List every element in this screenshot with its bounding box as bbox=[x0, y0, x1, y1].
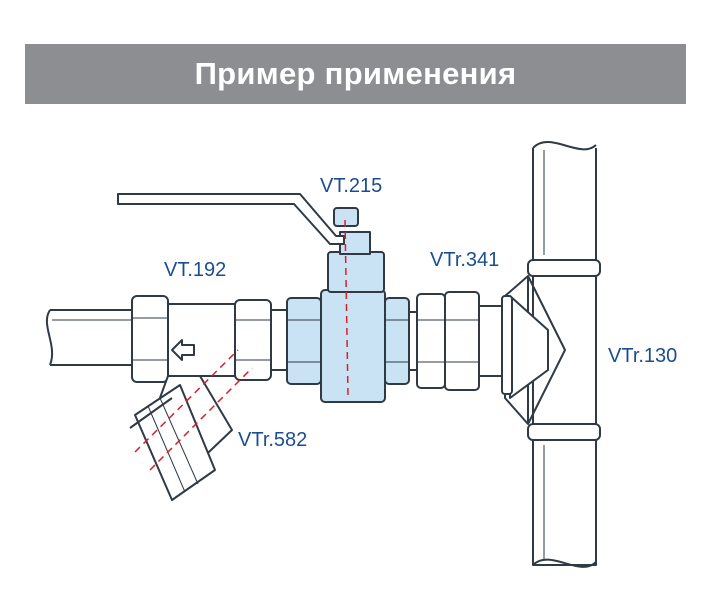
label-vtr582: VTr.582 bbox=[238, 429, 307, 451]
tee-fitting bbox=[504, 259, 601, 441]
inlet-pipe bbox=[45, 309, 138, 366]
valve-lever-handle bbox=[117, 193, 345, 245]
coupling-nut-left bbox=[234, 299, 288, 381]
label-vt215: VT.215 bbox=[320, 175, 382, 197]
page-title: Пример применения bbox=[194, 56, 517, 91]
ball-valve bbox=[286, 207, 410, 403]
union-coupling bbox=[408, 291, 513, 395]
label-vtr341: VTr.341 bbox=[430, 249, 499, 271]
flow-arrow-icon bbox=[171, 339, 195, 361]
label-vtr130: VTr.130 bbox=[608, 345, 677, 367]
vertical-pipe bbox=[532, 141, 597, 568]
label-vt192: VT.192 bbox=[164, 259, 226, 281]
y-strainer bbox=[129, 295, 236, 501]
thread-markers bbox=[134, 219, 349, 471]
title-banner: Пример применения bbox=[25, 44, 686, 104]
